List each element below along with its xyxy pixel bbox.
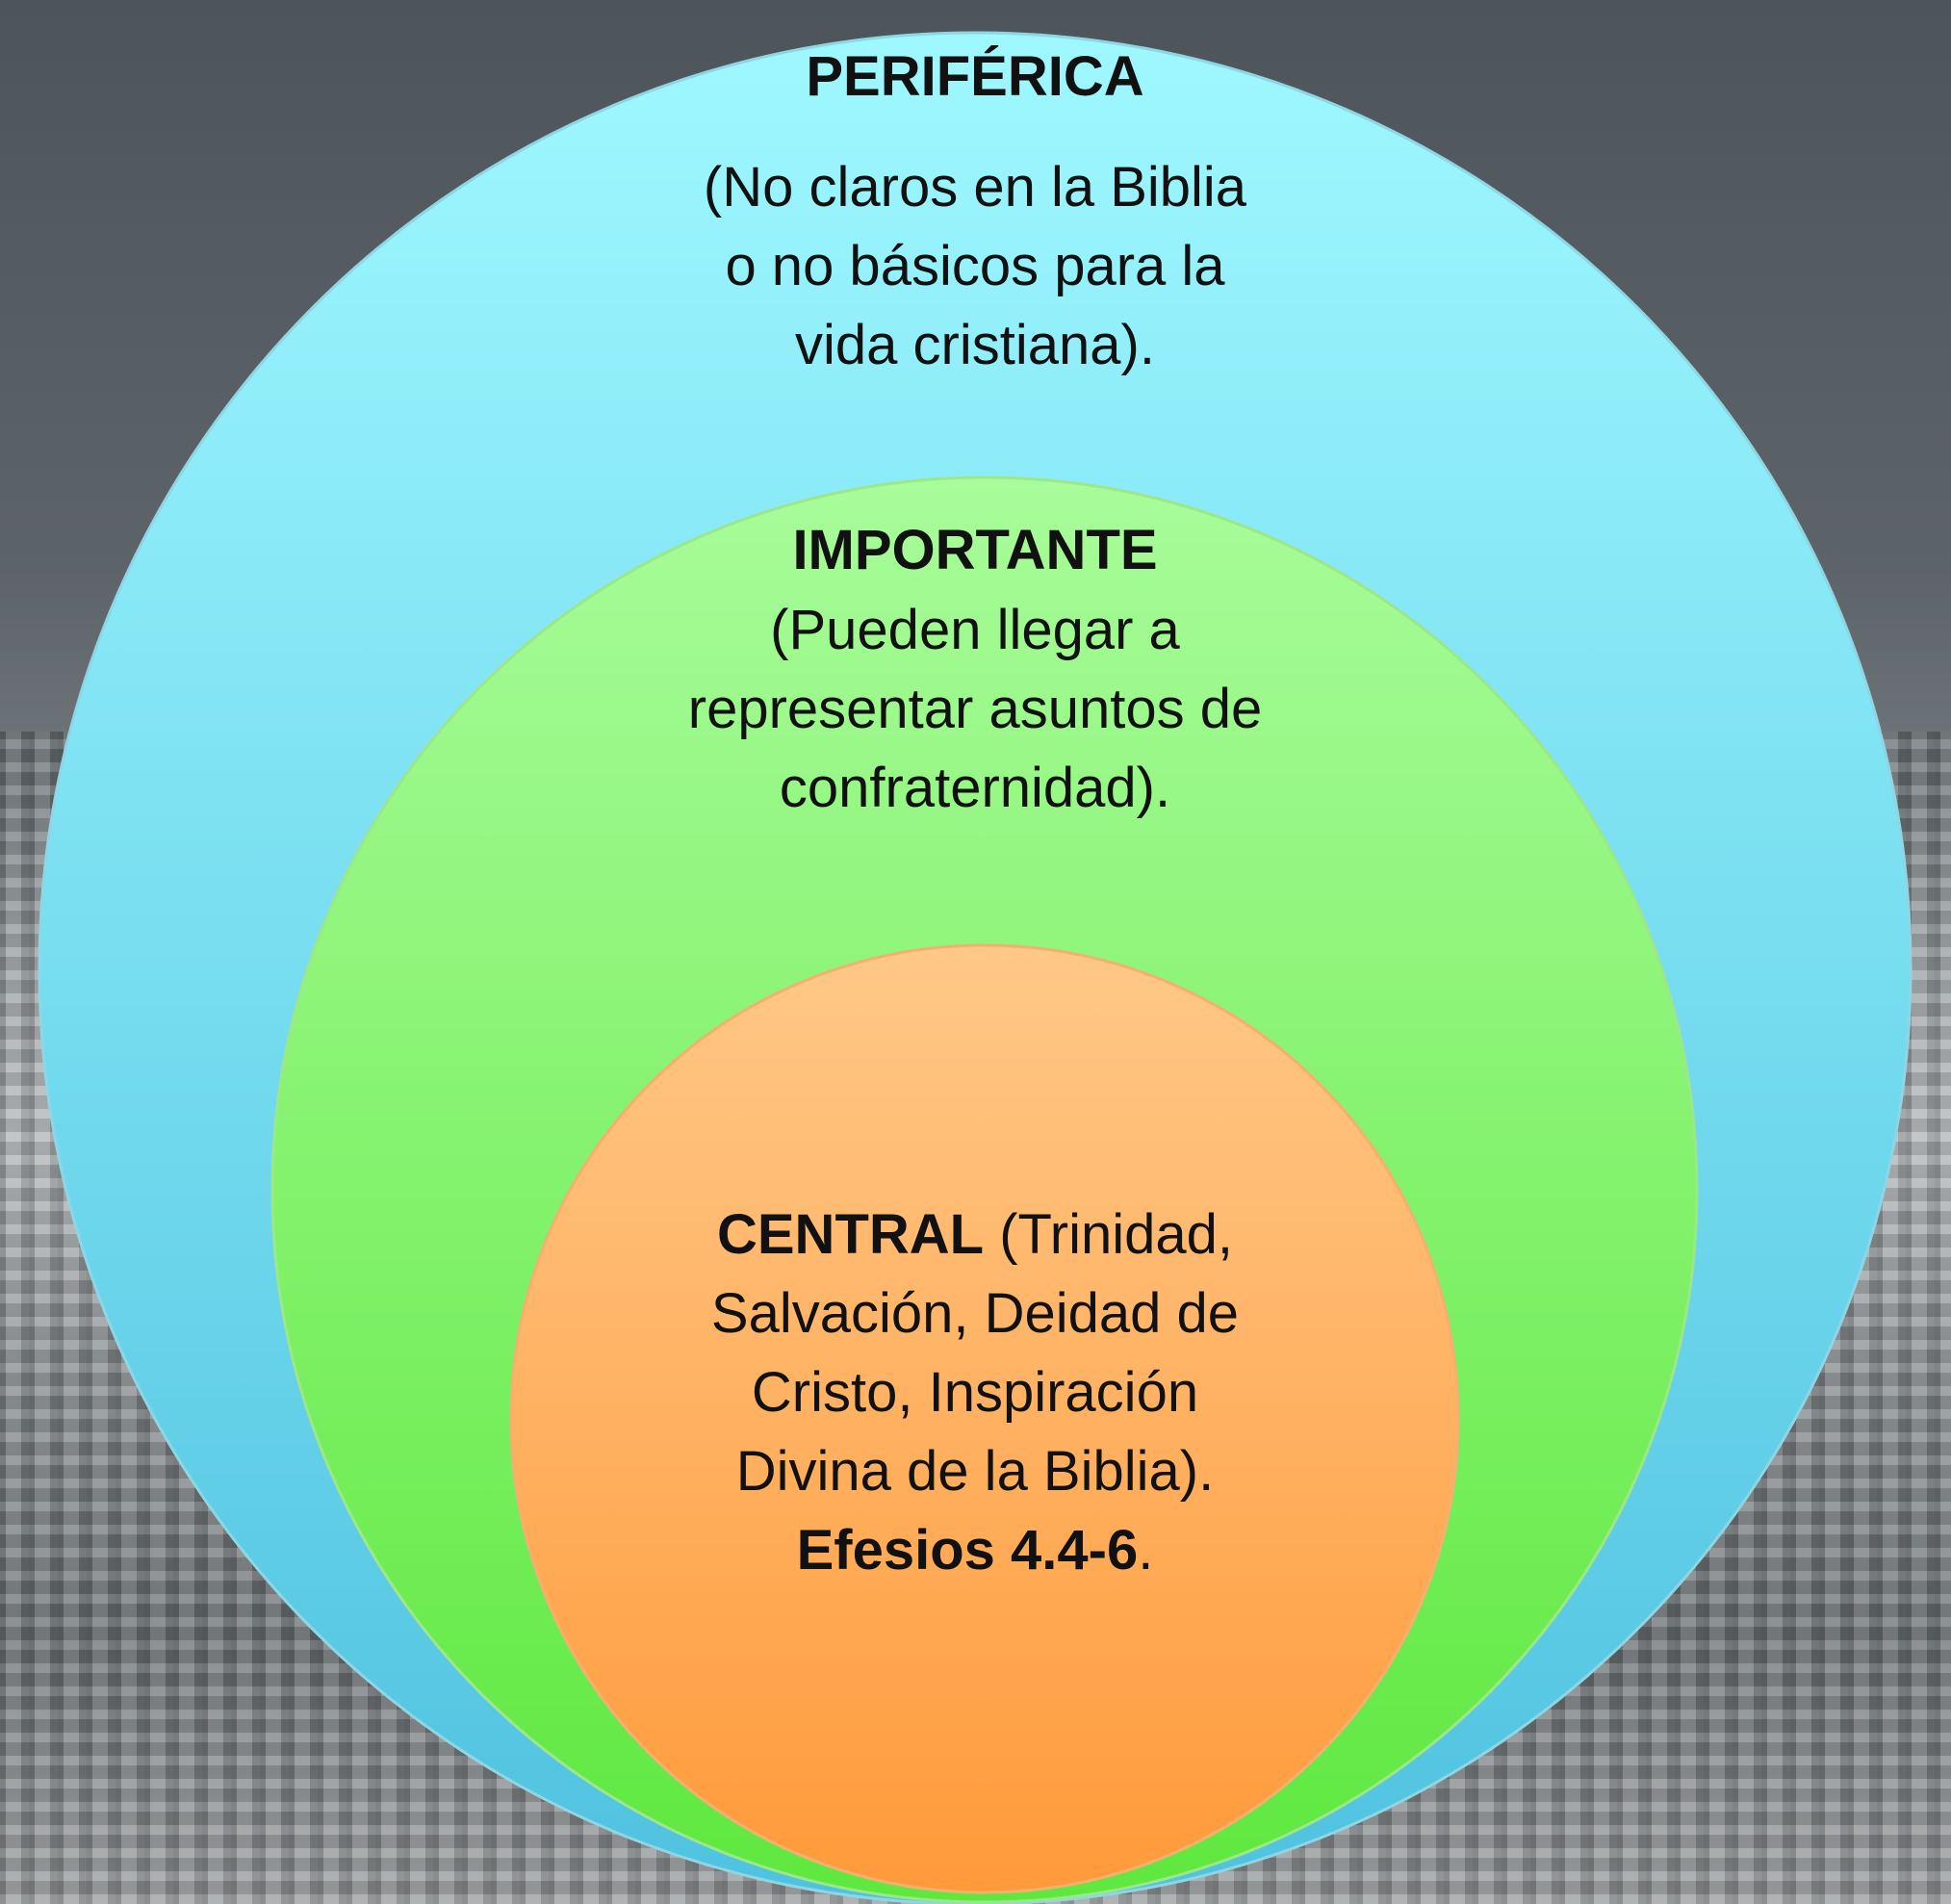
important-description: (Pueden llegar a representar asuntos de …	[687, 599, 1263, 819]
central-end-punctuation: .	[1138, 1519, 1154, 1582]
important-title: IMPORTANTE	[792, 519, 1158, 581]
peripheral-title: PERIFÉRICA	[806, 45, 1144, 108]
inner-circle-central	[509, 943, 1460, 1894]
central-text-block: CENTRAL (Trinidad, Salvación, Deidad de …	[667, 1196, 1283, 1590]
central-title: CENTRAL	[716, 1203, 985, 1266]
peripheral-description: (No claros en la Biblia o no básicos par…	[703, 156, 1247, 376]
central-reference: Efesios 4.4-6	[796, 1519, 1139, 1582]
central-description: (Trinidad, Salvación, Deidad de Cristo, …	[710, 1203, 1240, 1503]
